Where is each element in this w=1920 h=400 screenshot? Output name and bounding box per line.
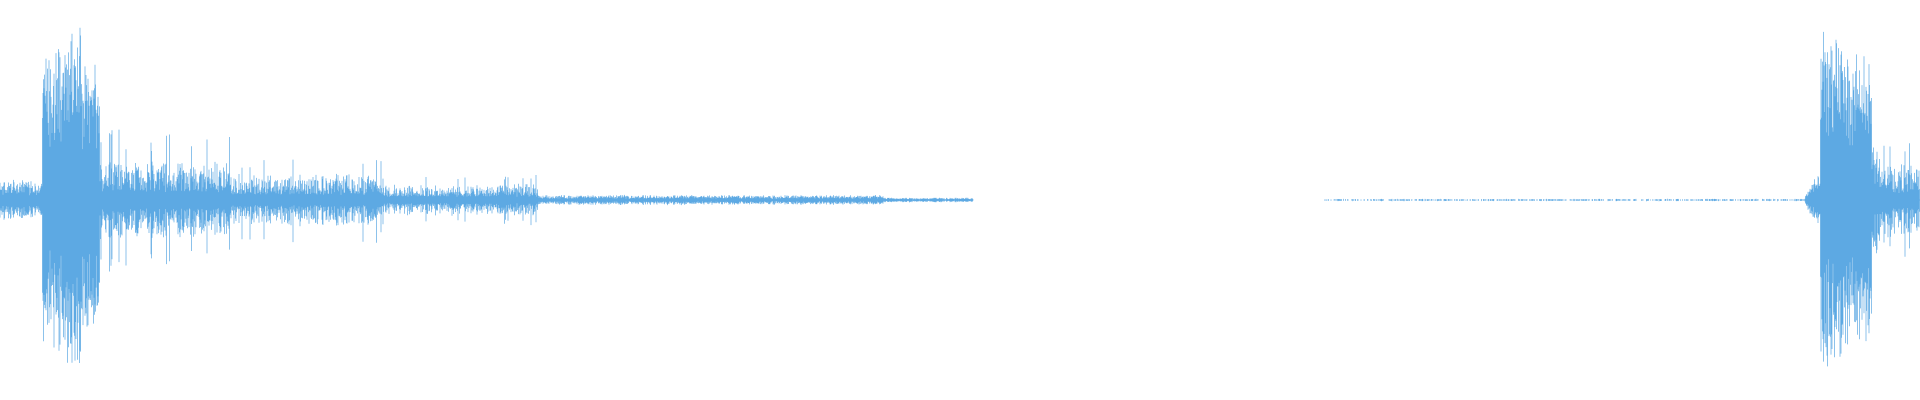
waveform-peaks <box>0 27 1920 367</box>
waveform-trace <box>0 27 1920 367</box>
